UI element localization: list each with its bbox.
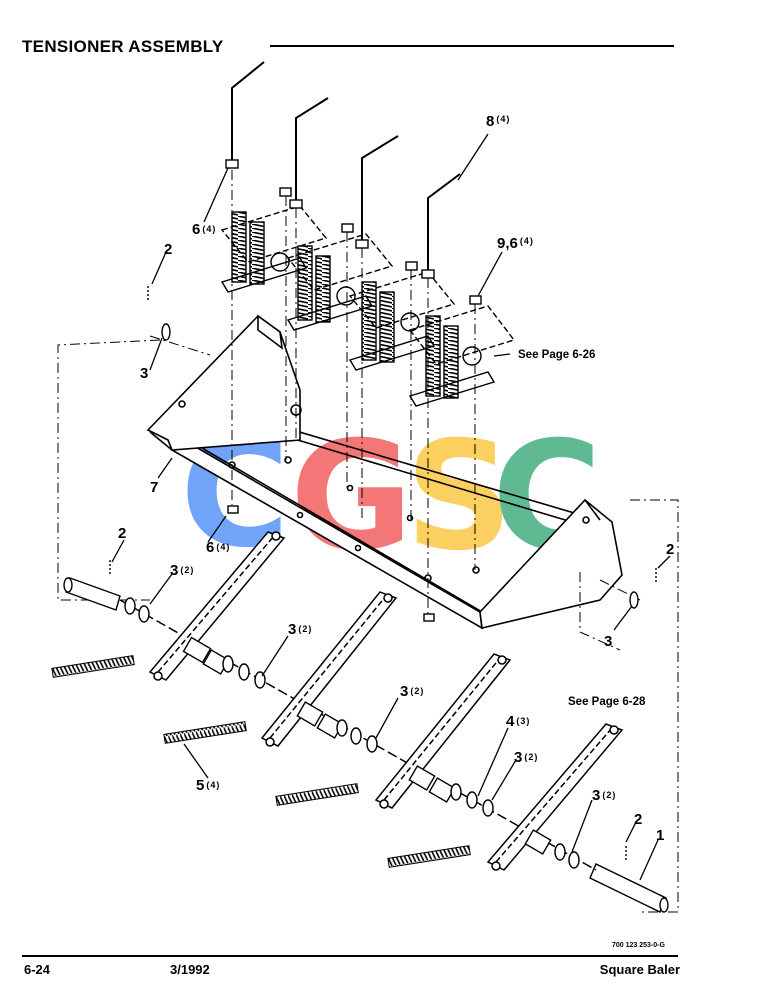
footer-rule (22, 955, 678, 957)
tensioner-plate-4 (408, 305, 516, 407)
callout-8: 8(4) (486, 113, 510, 130)
j-bolt-2 (295, 97, 329, 200)
tensioner-plate-3 (348, 271, 456, 371)
see-page-upper: See Page 6-26 (518, 349, 595, 361)
callout-6-lower: 6(4) (206, 539, 230, 556)
footer-product: Square Baler (599, 962, 680, 977)
tensioner-plate-1 (220, 205, 328, 293)
title-rule (270, 45, 674, 47)
outer-hardware (63, 286, 669, 913)
callout-3-b: 3(2) (288, 621, 312, 638)
callout-labels: 8(4) 6(4) 9,6(4) 2 3 7 6(4) 2 3(2) 3(2) … (118, 113, 674, 844)
j-bolt-4 (427, 173, 461, 270)
page-title: TENSIONER ASSEMBLY (22, 37, 224, 56)
callout-4: 4(3) (506, 713, 530, 730)
leader-lines (111, 133, 671, 881)
j-bolt-group (231, 61, 461, 270)
callout-3-right: 3 (604, 633, 612, 650)
watermark-letter-g: G (290, 410, 413, 584)
drawing-number: 700 123 253-0-G (612, 942, 665, 949)
callout-2-lower-right: 2 (634, 811, 642, 828)
callout-2-left: 2 (118, 525, 126, 542)
spacers-and-washers (124, 597, 580, 869)
callout-3-d: 3(2) (514, 749, 538, 766)
callout-3-upper-left: 3 (140, 365, 148, 382)
watermark-letter-s: S (405, 410, 513, 584)
callout-3-a: 3(2) (170, 562, 194, 579)
callout-5: 5(4) (196, 777, 220, 794)
callout-7: 7 (150, 479, 158, 496)
tensioner-support-frame (146, 314, 623, 630)
see-page-lower: See Page 6-28 (568, 696, 646, 708)
footer-date: 3/1992 (170, 962, 210, 977)
tension-arms (119, 531, 624, 871)
callout-6-upper: 6(4) (192, 221, 216, 238)
callout-9-6: 9,6(4) (497, 235, 534, 252)
callout-1: 1 (656, 827, 664, 844)
callout-2-right: 2 (666, 541, 674, 558)
tensioner-plate-group (220, 205, 516, 407)
callout-3-e: 3(2) (592, 787, 616, 804)
callout-2-upper-left: 2 (164, 241, 172, 258)
j-bolt-1 (231, 61, 265, 160)
footer-page-number: 6-24 (24, 962, 51, 977)
callout-3-c: 3(2) (400, 683, 424, 700)
nut-group (225, 159, 482, 622)
extension-springs (51, 655, 471, 868)
j-bolt-3 (361, 135, 399, 240)
tensioner-plate-2 (286, 233, 394, 331)
